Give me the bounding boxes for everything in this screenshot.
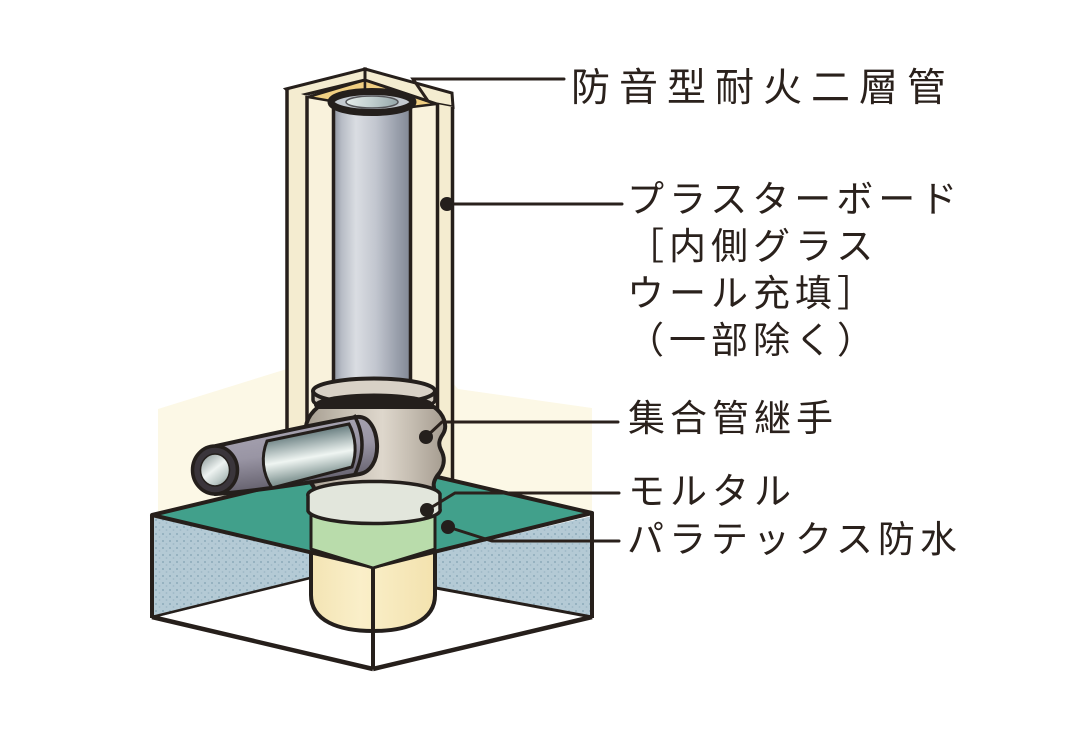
- label-plasterboard-line4: （一部除く）: [627, 319, 879, 362]
- dot-joint: [419, 430, 433, 444]
- label-soundproof-pipe: 防音型耐火二層管: [571, 66, 956, 111]
- leader-mortar: [425, 491, 621, 512]
- leader-lines: [410, 77, 624, 543]
- label-plasterboard: プラスターボード ［内側グラス ウール充填］ （一部除く）: [627, 176, 962, 364]
- dot-waterproof: [441, 520, 455, 534]
- dot-mortar: [420, 503, 434, 517]
- label-mortar: モルタル: [628, 470, 796, 513]
- mortar-collar: [306, 479, 442, 526]
- label-plasterboard-line1: プラスターボード: [627, 178, 963, 221]
- branch-pipe: [190, 414, 380, 496]
- leader-pipe: [410, 77, 566, 103]
- dot-board: [440, 197, 454, 211]
- leader-joint: [424, 420, 620, 439]
- label-waterproof: パラテックス防水: [627, 518, 962, 561]
- floor-slab: [150, 513, 594, 672]
- leader-dots: [419, 197, 455, 534]
- label-joint: 集合管継手: [628, 397, 838, 440]
- inner-pipe-cutaway: [261, 422, 357, 490]
- label-plasterboard-line2: ［内側グラス: [627, 225, 879, 268]
- vertical-pipe: [327, 88, 417, 392]
- leader-waterproof: [446, 525, 621, 543]
- label-plasterboard-line3: ウール充填］: [627, 272, 879, 315]
